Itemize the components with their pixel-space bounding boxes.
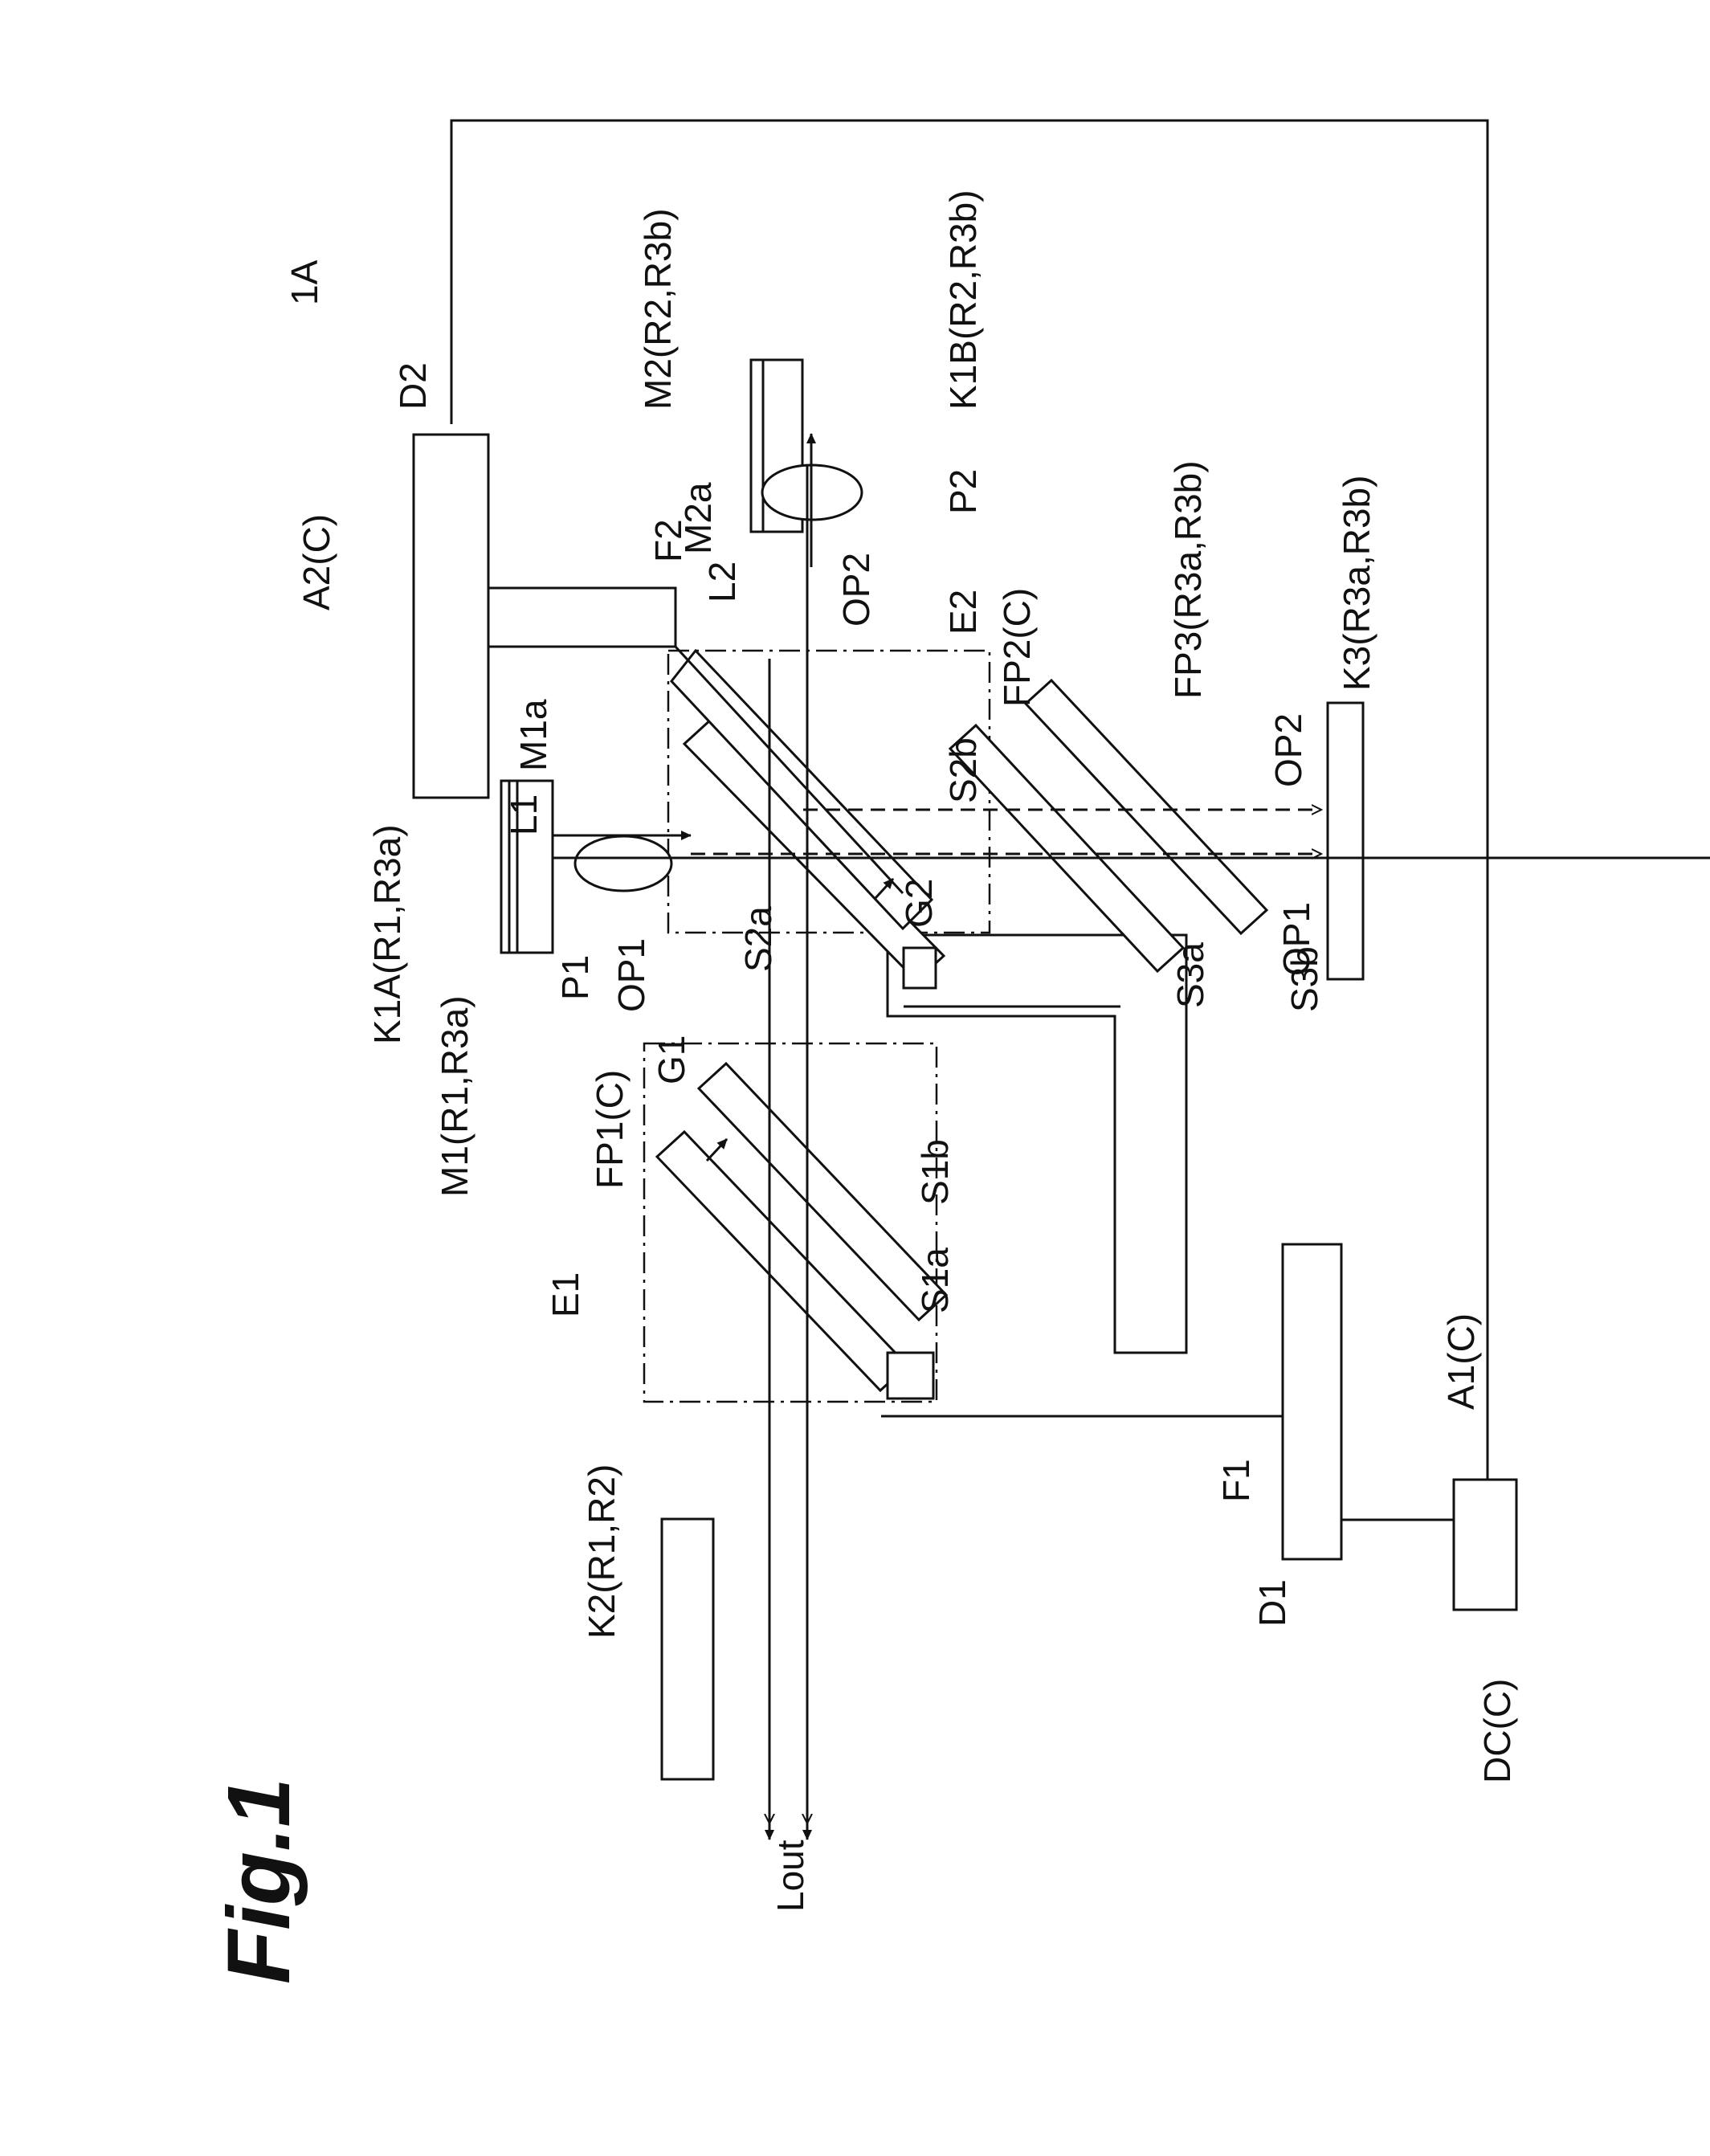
label-g1: G1 (651, 1035, 692, 1084)
label-p1: P1 (554, 955, 596, 1000)
label-k2: K2(R1,R2) (581, 1464, 622, 1639)
lens-p1 (575, 836, 671, 891)
label-a2: A2(C) (296, 514, 337, 610)
label-k1b: K1B(R2,R3b) (942, 190, 984, 410)
label-e2: E2 (942, 590, 984, 635)
label-op2-top: OP2 (835, 553, 877, 627)
gap-g1-arrow (707, 1139, 727, 1161)
label-d1: D1 (1251, 1579, 1293, 1627)
label-k1a: K1A(R1,R3a) (366, 824, 408, 1044)
fabry-perot-fp1 (657, 1064, 946, 1399)
drive-circuit-dc (1454, 1480, 1516, 1610)
label-m2a: M2a (677, 482, 719, 554)
plate-s2b (671, 651, 932, 929)
label-m1: M1(R1,R3a) (434, 995, 475, 1197)
plate-s1-base (888, 1353, 933, 1399)
label-1a: 1A (284, 259, 325, 305)
plate-s2-base (904, 948, 936, 988)
label-m1a: M1a (512, 699, 554, 771)
label-lout: Lout (769, 1840, 811, 1912)
label-s2a: S2a (737, 906, 779, 972)
label-fp1: FP1(C) (589, 1070, 631, 1189)
label-p2: P2 (942, 469, 984, 514)
label-m2: M2(R2,R3b) (637, 208, 679, 410)
label-a1: A1(C) (1440, 1313, 1482, 1410)
actuator-d2 (414, 435, 488, 798)
label-fp3: FP3(R3a,R3b) (1167, 460, 1209, 699)
label-g2: G2 (898, 879, 940, 928)
detector-k2 (662, 1519, 713, 1779)
enclosure-e1 (644, 1043, 937, 1402)
label-l1: L1 (503, 794, 545, 835)
label-l2: L2 (701, 561, 743, 602)
label-s1b: S1b (914, 1139, 956, 1205)
detector-k3 (1328, 703, 1363, 979)
label-k3: K3(R3a,R3b) (1336, 476, 1377, 691)
label-op2-right: OP2 (1267, 713, 1309, 787)
label-fp2: FP2(C) (996, 588, 1038, 707)
label-e1: E1 (545, 1272, 586, 1317)
label-f1: F1 (1215, 1459, 1257, 1502)
label-s3a: S3a (1169, 942, 1211, 1008)
actuator-d1 (1283, 1244, 1341, 1559)
label-d2: D2 (392, 362, 434, 410)
plate-s2a (684, 719, 944, 981)
label-s2b: S2b (942, 737, 984, 803)
label-op1-left: OP1 (610, 938, 652, 1012)
figure-title: Fig.1 (210, 1778, 308, 1984)
arm-f2 (488, 588, 675, 647)
label-s1a: S1a (914, 1247, 956, 1313)
plate-s3b (1026, 680, 1267, 933)
label-dc: DC(C) (1476, 1679, 1518, 1783)
fabry-perot-fp3 (950, 680, 1267, 971)
label-s3b: S3b (1284, 946, 1325, 1012)
